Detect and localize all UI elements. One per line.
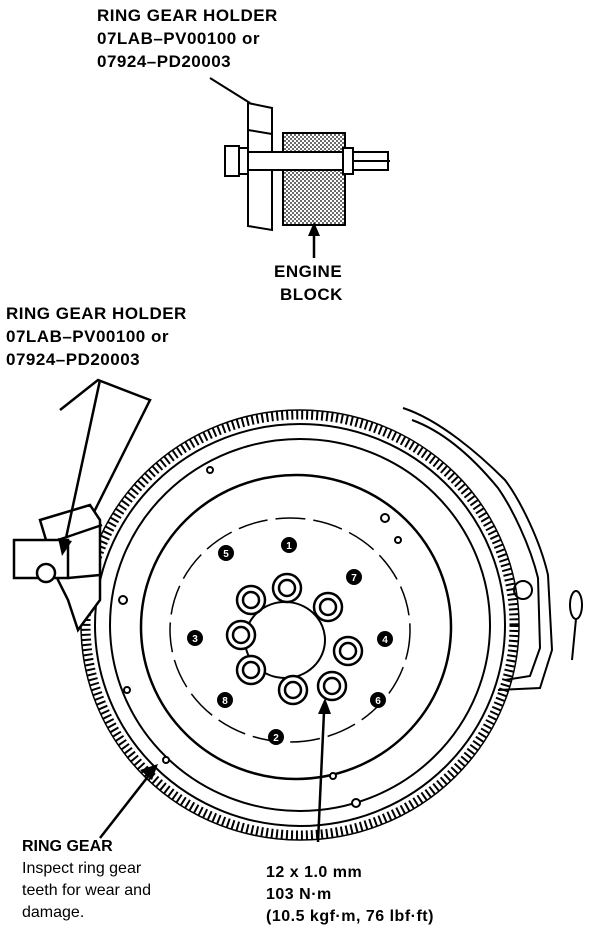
ring-gear-note-3: damage. bbox=[22, 904, 85, 921]
holder-left-title: RING GEAR HOLDER bbox=[6, 304, 187, 323]
svg-text:4: 4 bbox=[382, 635, 388, 646]
sequence-marker-5: 5 bbox=[218, 545, 234, 561]
holder-left-part-b: 07924–PD20003 bbox=[6, 350, 141, 369]
svg-text:3: 3 bbox=[192, 634, 198, 645]
ring-gear-title: RING GEAR bbox=[22, 838, 113, 855]
sequence-marker-3: 3 bbox=[187, 630, 203, 646]
bolt bbox=[332, 635, 364, 667]
engine-block-arrow bbox=[308, 222, 320, 258]
holder-top-label: RING GEAR HOLDER 07LAB–PV00100 or 07924–… bbox=[97, 4, 278, 73]
ring-gear-note-1: Inspect ring gear bbox=[22, 860, 142, 877]
bolt-spec-arrow bbox=[316, 698, 331, 843]
bolt bbox=[271, 572, 303, 604]
svg-text:8: 8 bbox=[222, 696, 228, 707]
bolt-torque-alt: (10.5 kgf·m, 76 lbf·ft) bbox=[266, 908, 434, 925]
bolt bbox=[225, 619, 257, 651]
ring-gear-label: RING GEAR Inspect ring gear teeth for we… bbox=[22, 836, 151, 924]
holder-inset bbox=[224, 101, 390, 232]
svg-text:7: 7 bbox=[351, 573, 357, 584]
bolt-torque: 103 N·m bbox=[266, 886, 332, 903]
sequence-markers: 1 2 3 4 5 6 7 8 bbox=[187, 537, 393, 745]
svg-text:5: 5 bbox=[223, 549, 229, 560]
engine-block-label: ENGINE BLOCK bbox=[274, 260, 343, 306]
engine-plate bbox=[402, 407, 583, 691]
ring-gear-arrow bbox=[99, 764, 158, 839]
sequence-marker-4: 4 bbox=[377, 631, 393, 647]
engine-block-shape bbox=[282, 132, 346, 226]
bolt-size: 12 x 1.0 mm bbox=[266, 864, 363, 881]
holder-top-pointer bbox=[209, 77, 251, 104]
sequence-marker-1: 1 bbox=[281, 537, 297, 553]
holder-installed bbox=[12, 378, 152, 633]
bolt-spec-label: 12 x 1.0 mm 103 N·m (10.5 kgf·m, 76 lbf·… bbox=[266, 862, 434, 928]
holder-left-pointer bbox=[58, 379, 102, 556]
bolt bbox=[235, 584, 267, 616]
sequence-marker-2: 2 bbox=[268, 729, 284, 745]
sequence-marker-8: 8 bbox=[217, 692, 233, 708]
svg-text:6: 6 bbox=[375, 696, 381, 707]
svg-text:1: 1 bbox=[286, 541, 292, 552]
bolt bbox=[312, 591, 344, 623]
holder-left-part-a: 07LAB–PV00100 or bbox=[6, 327, 169, 346]
holder-left-label: RING GEAR HOLDER 07LAB–PV00100 or 07924–… bbox=[6, 302, 187, 371]
holder-top-title: RING GEAR HOLDER bbox=[97, 6, 278, 25]
holder-top-part-b: 07924–PD20003 bbox=[97, 52, 232, 71]
bolt bbox=[235, 654, 267, 686]
plate-holes bbox=[118, 466, 402, 808]
engine-block-line1: ENGINE bbox=[274, 262, 343, 281]
bolt bbox=[316, 670, 348, 702]
engine-block-line2: BLOCK bbox=[280, 285, 343, 304]
bolt bbox=[277, 674, 309, 706]
svg-text:2: 2 bbox=[273, 733, 279, 744]
sequence-marker-7: 7 bbox=[346, 569, 362, 585]
bolts bbox=[225, 572, 364, 706]
sequence-marker-6: 6 bbox=[370, 692, 386, 708]
ring-gear-note-2: teeth for wear and bbox=[22, 882, 151, 899]
holder-top-part-a: 07LAB–PV00100 or bbox=[97, 29, 260, 48]
drive-plate bbox=[109, 438, 491, 812]
